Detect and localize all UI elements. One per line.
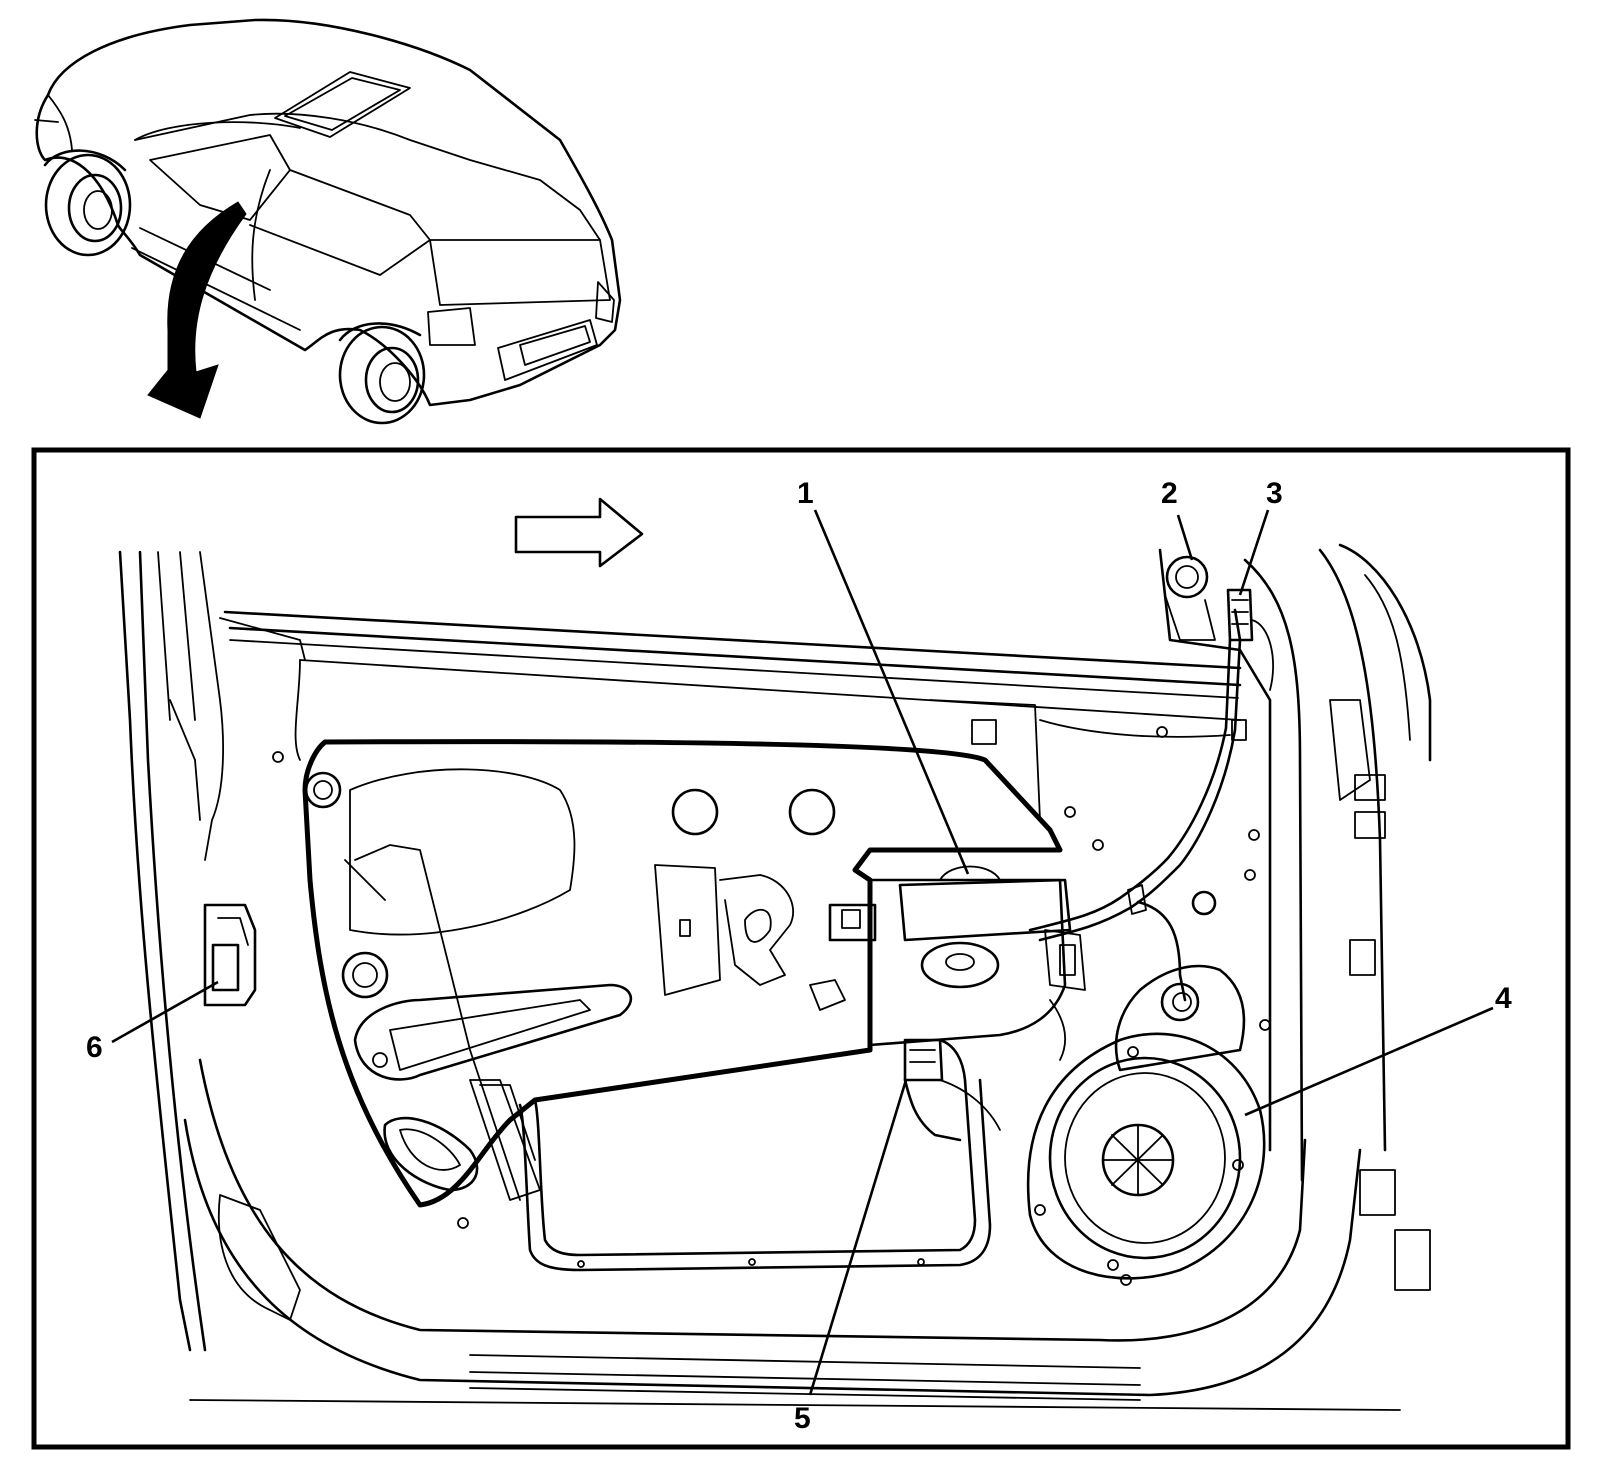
callout-5-leader [808, 1079, 908, 1396]
callout-6-label: 6 [86, 1031, 103, 1064]
door-inner-panel [118, 543, 1432, 1411]
callouts: 1 2 3 4 5 6 [86, 477, 1512, 1435]
callout-4-label: 4 [1495, 982, 1512, 1015]
callout-5-label: 5 [794, 1402, 811, 1435]
callout-1-leader [813, 509, 970, 875]
callout-6-leader [111, 980, 219, 1044]
callout-2-leader [1176, 514, 1194, 561]
callout-4-leader [1244, 1006, 1494, 1117]
callout-2-label: 2 [1161, 477, 1178, 510]
forward-arrow-icon [514, 497, 644, 568]
vehicle-overview-illustration [34, 18, 622, 425]
callout-1-label: 1 [797, 477, 814, 510]
detail-view-frame [31, 447, 1571, 1450]
callout-3-leader [1238, 509, 1270, 596]
callout-3-label: 3 [1266, 477, 1283, 510]
